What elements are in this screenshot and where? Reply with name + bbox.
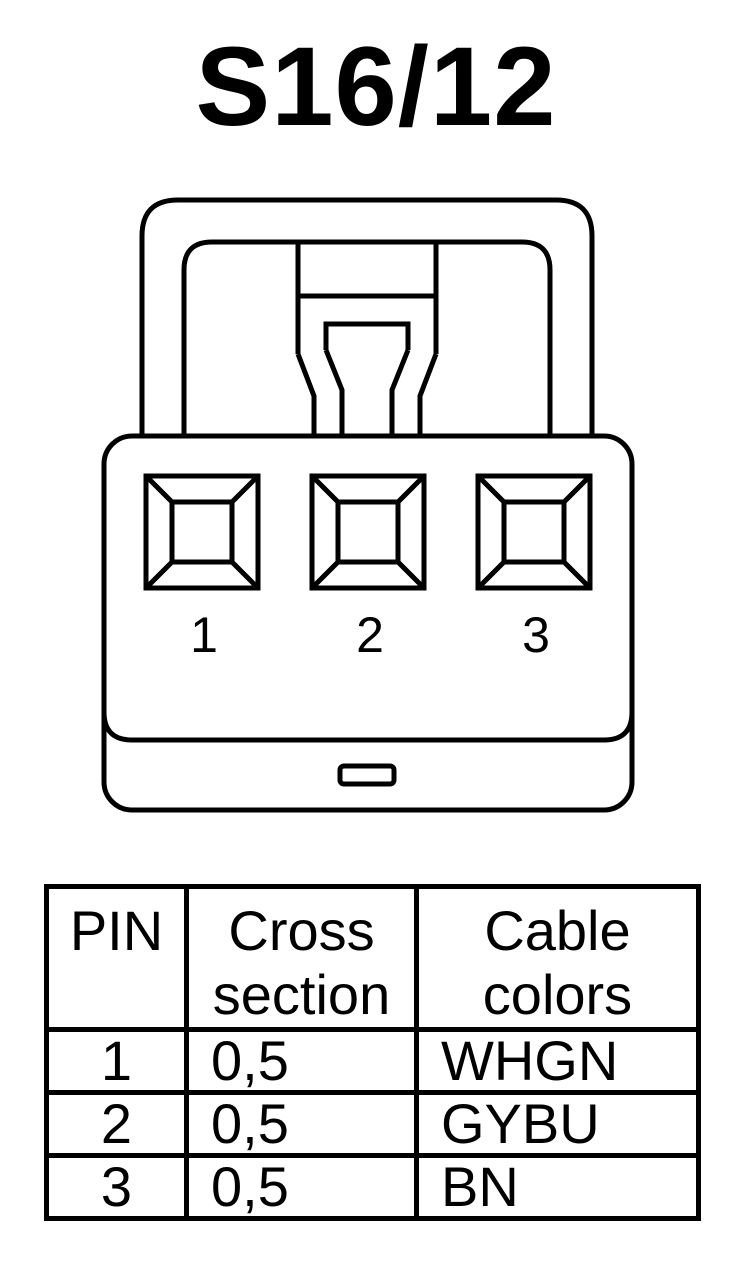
- connector-key-slot: [337, 763, 397, 787]
- pin-cavity-outer: [309, 473, 427, 591]
- header-cable-colors-line-1: Cable: [484, 899, 631, 962]
- pin-cavity-bevel: [144, 560, 174, 590]
- pin-cavity-bevel: [562, 474, 592, 504]
- cell-cross-section: 0,5: [184, 1027, 419, 1095]
- connector-drawing: 1 2 3: [101, 197, 635, 813]
- pin-cavity-inner: [335, 499, 401, 565]
- locking-tab: [295, 244, 439, 436]
- pin-cavity-bevel: [230, 474, 260, 504]
- pin-number-label: 1: [190, 607, 218, 663]
- connector-body-base-line: [101, 711, 635, 743]
- pin-cavity-outer: [143, 473, 261, 591]
- table-row: 3 0,5 BN: [44, 1153, 701, 1221]
- header-cross-section-line-2: section: [212, 963, 391, 1026]
- header-cable-colors-line-2: colors: [482, 963, 633, 1026]
- pin-cavity-inner: [169, 499, 235, 565]
- table-row: 1 0,5 WHGN: [44, 1027, 701, 1095]
- header-cross-section-line-1: Cross: [228, 899, 375, 962]
- cell-pin: 3: [44, 1153, 189, 1221]
- pin-cavity-bevel: [476, 560, 506, 590]
- table-row: 2 0,5 GYBU: [44, 1090, 701, 1158]
- pin-cavity-inner: [501, 499, 567, 565]
- pin-cavity-bevel: [396, 474, 426, 504]
- pin-cavity-bevel: [310, 560, 340, 590]
- pin-cavity-bevel: [396, 560, 426, 590]
- pin-cavity-outer: [475, 473, 593, 591]
- latch-outer: [139, 197, 595, 436]
- cell-cable-color: BN: [414, 1153, 701, 1221]
- pin-number-label: 3: [522, 607, 550, 663]
- pin-cavity-bevel: [144, 474, 174, 504]
- header-cable-colors: Cable colors: [414, 884, 701, 1032]
- cell-pin: 1: [44, 1027, 189, 1095]
- table-header-row: PIN Cross section Cable colors: [44, 884, 701, 1032]
- pin-cavity: 1: [143, 473, 261, 663]
- pin-cavity-bevel: [310, 474, 340, 504]
- connector-body: [101, 433, 635, 813]
- header-pin-label: PIN: [69, 899, 164, 962]
- pin-cavities: 1 2 3: [143, 473, 593, 663]
- pin-cavity: 3: [475, 473, 593, 663]
- pin-cavity-bevel: [230, 560, 260, 590]
- pin-cavity: 2: [309, 473, 427, 663]
- cell-cross-section: 0,5: [184, 1090, 419, 1158]
- pin-number-label: 2: [356, 607, 384, 663]
- header-cross-section: Cross section: [184, 884, 419, 1032]
- pin-cavity-bevel: [476, 474, 506, 504]
- cell-pin: 2: [44, 1090, 189, 1158]
- pin-table: PIN Cross section Cable colors 1 0,5 WHG…: [44, 884, 701, 1221]
- cell-cross-section: 0,5: [184, 1153, 419, 1221]
- cell-cable-color: GYBU: [414, 1090, 701, 1158]
- header-pin: PIN: [44, 884, 189, 1032]
- latch-inner: [181, 239, 553, 436]
- diagram-title: S16/12: [195, 24, 557, 149]
- cell-cable-color: WHGN: [414, 1027, 701, 1095]
- pin-cavity-bevel: [562, 560, 592, 590]
